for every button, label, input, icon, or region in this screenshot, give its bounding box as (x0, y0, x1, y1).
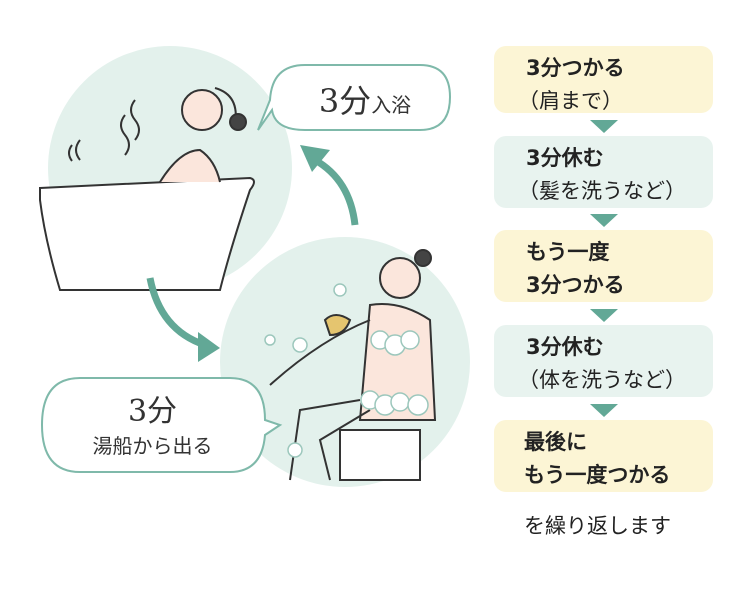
step-title: 最後に (524, 430, 587, 454)
step-3: もう一度 3分つかる (494, 230, 713, 302)
arrow-head-up (300, 145, 330, 172)
arrow-to-bath (313, 156, 359, 226)
bath-bubble-text: 3分入浴 (290, 76, 440, 122)
step-title: 3分つかる (526, 56, 625, 80)
step-title-line2: 3分つかる (526, 273, 625, 297)
step-4: 3分休む （体を洗うなど） (494, 325, 713, 397)
step-title: もう一度 (526, 240, 610, 264)
down-arrow-icon (590, 309, 618, 322)
step-5: 最後に もう一度つかる (494, 420, 713, 492)
arrow-to-wash (146, 277, 207, 349)
out-label: 湯船から出る (92, 434, 213, 458)
soap-bubbles (264, 283, 429, 458)
wash-circle (220, 237, 470, 487)
bath-duration: 3分 (318, 82, 372, 120)
out-bubble-text: 3分 湯船から出る (45, 386, 260, 459)
out-duration: 3分 (127, 394, 178, 429)
down-arrow-icon (590, 214, 618, 227)
step-title: 3分休む (526, 335, 604, 359)
speech-bubble-out (40, 377, 283, 473)
step-2: 3分休む （髪を洗うなど） (494, 136, 713, 208)
bathtub-illustration (39, 87, 255, 291)
down-arrow-icon (590, 120, 618, 133)
step-title: 3分休む (526, 146, 604, 170)
arrow-head-right (198, 332, 220, 362)
bath-label: 入浴 (371, 93, 412, 117)
step-note: （体を洗うなど） (518, 368, 686, 392)
down-arrow-icon (590, 404, 618, 417)
repeat-caption: を繰り返します (524, 514, 671, 538)
step-title-line2: もう一度つかる (524, 463, 671, 487)
step-note: （肩まで） (518, 89, 623, 113)
step-1: 3分つかる （肩まで） (494, 46, 713, 113)
speech-bubble-bath (257, 64, 452, 131)
step-note: （髪を洗うなど） (518, 179, 686, 203)
